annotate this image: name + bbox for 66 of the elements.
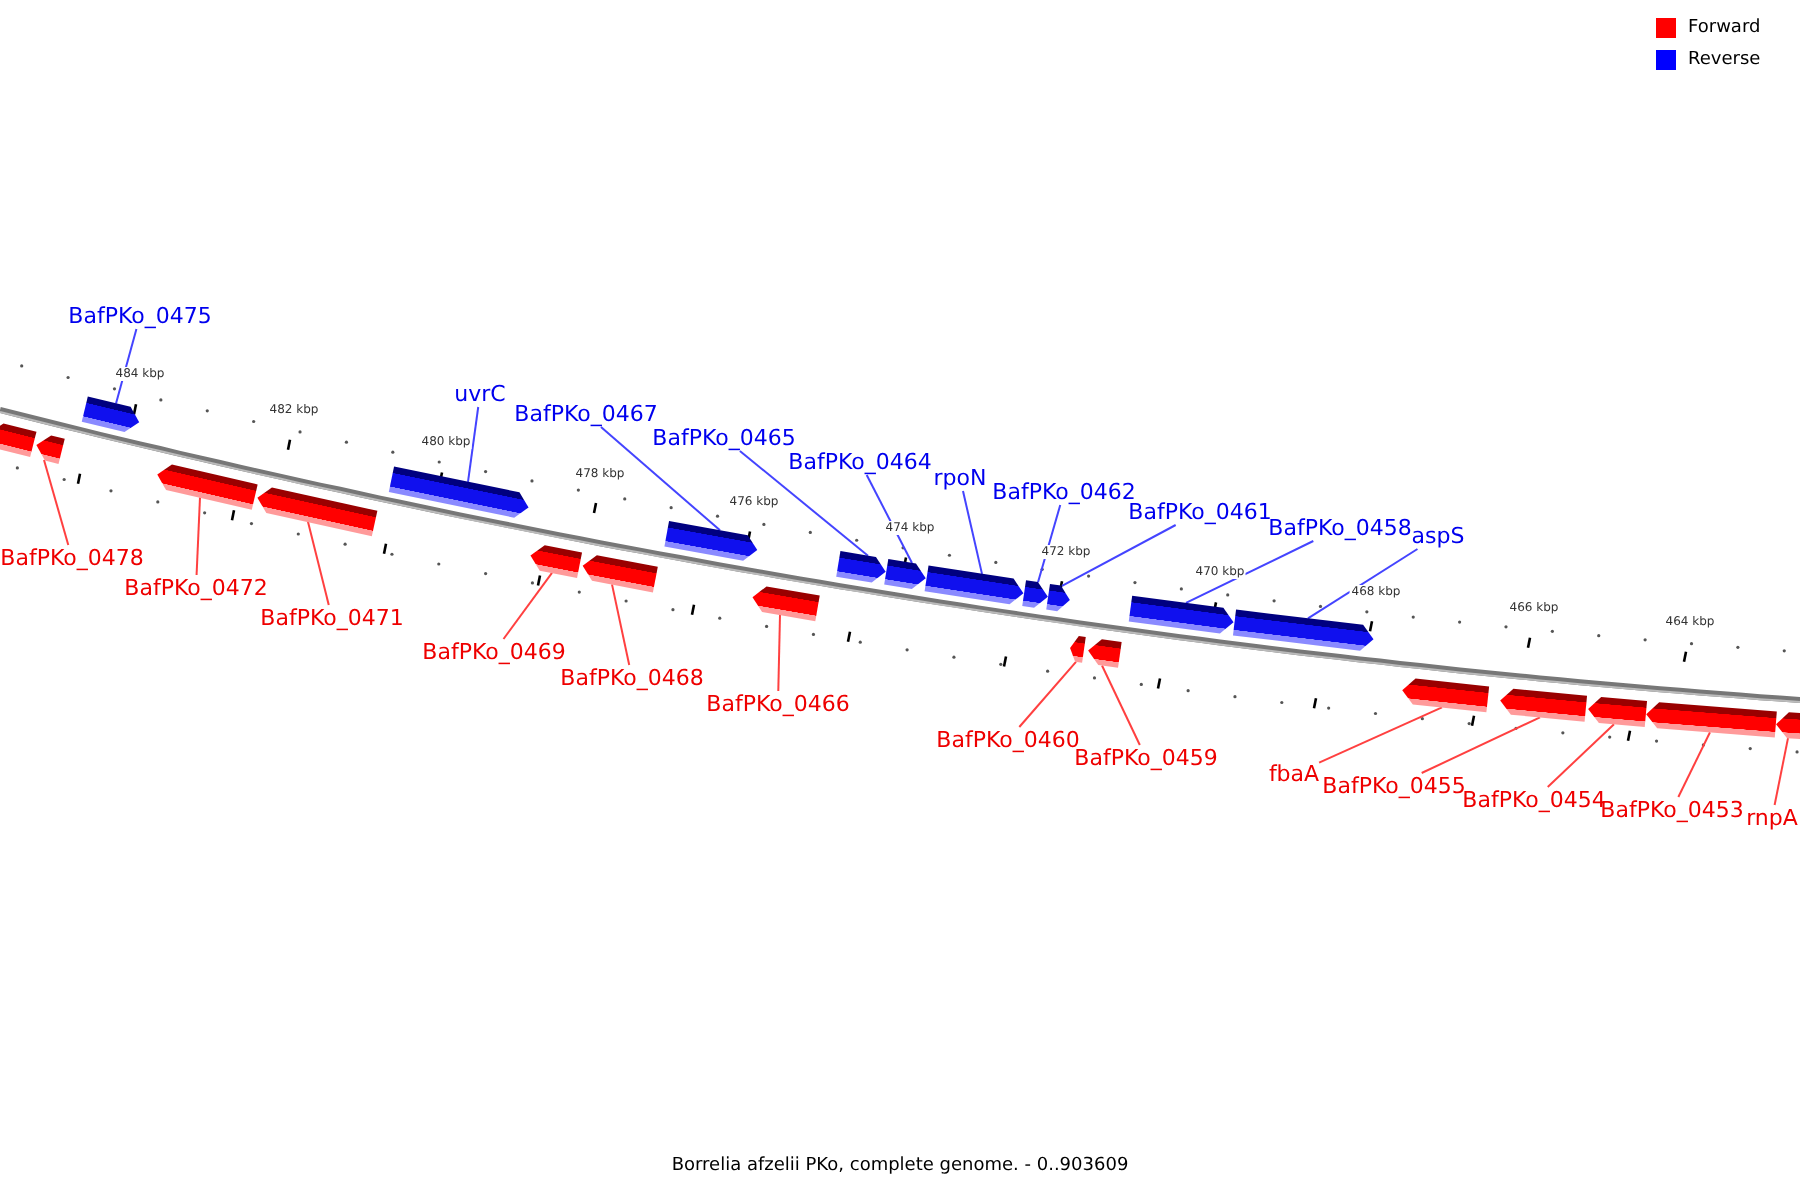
- gene-label: BafPKo_0475: [68, 303, 212, 329]
- leader-line: [1773, 737, 1789, 806]
- gene-label: rnpA: [1746, 805, 1798, 831]
- leader-line: [1018, 660, 1077, 728]
- leader-line: [738, 450, 869, 557]
- gene-label: BafPKo_0464: [788, 449, 932, 475]
- caption: Borrelia afzelii PKo, complete genome. - 0..903609: [669, 1156, 1131, 1176]
- gene-label: BafPKo_0467: [514, 401, 658, 427]
- gene-label: rpoN: [933, 465, 987, 491]
- leader-line: [962, 490, 983, 575]
- leader-line: [777, 613, 781, 692]
- leader-line: [1037, 504, 1062, 584]
- gene-label: aspS: [1411, 523, 1465, 549]
- gene-label: BafPKo_0458: [1268, 515, 1412, 541]
- gene-block: [257, 487, 378, 537]
- gene-label: BafPKo_0466: [706, 691, 850, 717]
- leader-line: [599, 426, 721, 532]
- gene-label: BafPKo_0455: [1322, 773, 1466, 799]
- gene-block: [836, 551, 886, 583]
- leader-line: [467, 406, 480, 483]
- gene-label: BafPKo_0460: [936, 727, 1080, 753]
- leader-line: [1318, 706, 1443, 764]
- gene-label: uvrC: [454, 381, 506, 407]
- gene-block: [0, 423, 37, 457]
- gene-label: BafPKo_0469: [422, 639, 566, 665]
- gene-label: BafPKo_0472: [124, 575, 268, 601]
- leader-line: [1677, 731, 1711, 798]
- gene-block: [81, 396, 140, 432]
- leader-line: [307, 520, 330, 606]
- gene-block: [664, 520, 758, 561]
- leader-line: [1061, 524, 1177, 587]
- leader-line: [1420, 716, 1541, 774]
- gene-block: [1046, 583, 1070, 612]
- gene-block: [582, 555, 658, 593]
- leader-line: [1101, 664, 1141, 746]
- leader-line: [1546, 723, 1615, 788]
- gene-label: BafPKo_0462: [992, 479, 1136, 505]
- gene-block: [1588, 697, 1648, 727]
- leader-line: [611, 583, 631, 666]
- leader-line: [43, 459, 70, 546]
- leader-line: [1307, 548, 1419, 620]
- gene-block: [530, 545, 583, 578]
- gene-block: [1402, 678, 1490, 713]
- gene-block: [884, 558, 926, 590]
- gene-block: [752, 586, 820, 622]
- legend-label: Forward: [1688, 18, 1763, 38]
- gene-block: [1500, 688, 1588, 722]
- leader-line: [1185, 540, 1315, 604]
- gene-label: BafPKo_0461: [1128, 499, 1272, 525]
- gene-label: BafPKo_0471: [260, 605, 404, 631]
- legend-label: Reverse: [1688, 50, 1763, 70]
- gene-label: BafPKo_0465: [652, 425, 796, 451]
- gene-label: fbaA: [1268, 761, 1320, 787]
- gene-label: BafPKo_0478: [0, 545, 144, 571]
- gene-block: [1128, 595, 1234, 634]
- gene-block: [1232, 609, 1374, 651]
- gene-label: BafPKo_0459: [1074, 745, 1218, 771]
- leader-line: [865, 474, 913, 564]
- gene-label: BafPKo_0453: [1600, 797, 1744, 823]
- gene-block: [388, 466, 529, 518]
- gene-label: BafPKo_0468: [560, 665, 704, 691]
- gene-block: [157, 464, 258, 510]
- gene-block: [36, 435, 65, 464]
- leader-line: [502, 571, 553, 640]
- leader-line: [195, 496, 201, 576]
- gene-label: BafPKo_0454: [1462, 787, 1606, 813]
